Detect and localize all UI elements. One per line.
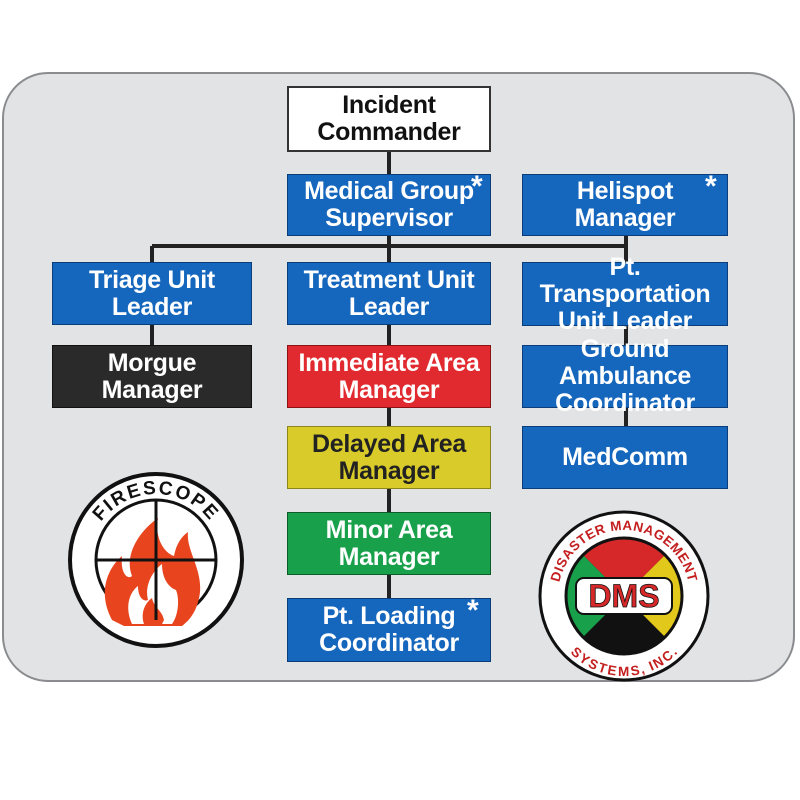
flame-icon <box>104 518 201 626</box>
star-marker: * <box>467 594 479 627</box>
dms-center-text: DMS <box>588 578 659 614</box>
node-treatment-unit-leader: Treatment Unit Leader <box>287 262 491 325</box>
node-immediate-area-manager: Immediate Area Manager <box>287 345 491 408</box>
node-minor-area-manager: Minor Area Manager <box>287 512 491 575</box>
node-medcomm: MedComm <box>522 426 728 489</box>
node-triage-unit-leader: Triage Unit Leader <box>52 262 252 325</box>
firescope-logo: FIRESCOPE <box>68 472 244 648</box>
node-medical-group-supervisor: Medical Group Supervisor <box>287 174 491 236</box>
node-ground-ambulance-coordinator: Ground Ambulance Coordinator <box>522 336 728 417</box>
dms-logo: DMS DISASTER MANAGEMENT SYSTEMS, INC. <box>538 510 710 682</box>
node-helispot-manager: Helispot Manager <box>522 174 728 236</box>
node-delayed-area-manager: Delayed Area Manager <box>287 426 491 489</box>
star-marker: * <box>705 170 717 203</box>
node-incident-commander: Incident Commander <box>287 86 491 152</box>
star-marker: * <box>471 170 483 203</box>
node-morgue-manager: Morgue Manager <box>52 345 252 408</box>
node-pt-loading-coordinator: Pt. Loading Coordinator <box>287 598 491 662</box>
node-pt-transportation-unit-leader: Pt. Transportation Unit Leader <box>522 253 728 334</box>
